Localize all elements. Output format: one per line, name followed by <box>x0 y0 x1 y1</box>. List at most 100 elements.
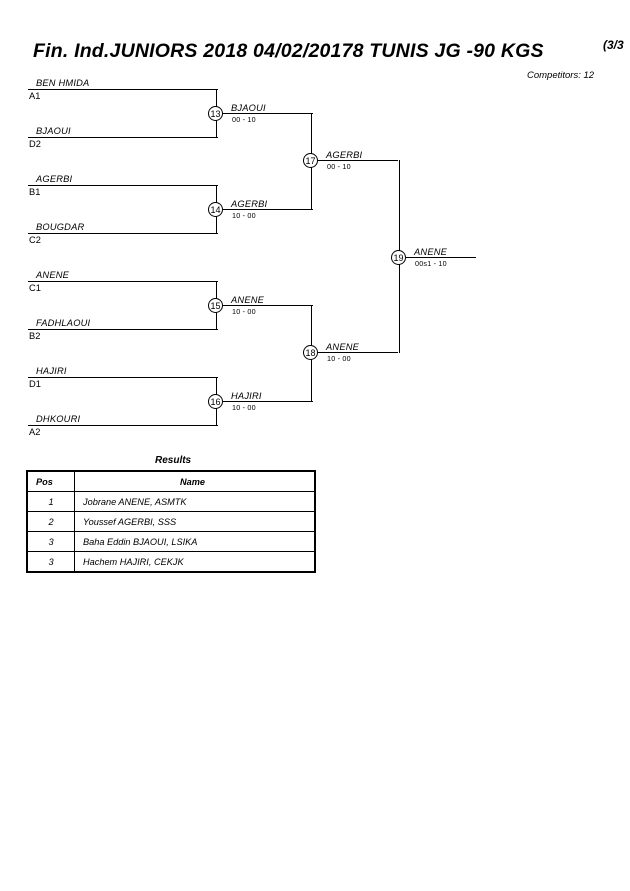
result-position: 3 <box>26 551 75 573</box>
winner-score: 10 - 00 <box>232 211 256 220</box>
column-header-pos: Pos <box>26 470 75 492</box>
winner-name: ANENE <box>231 295 265 305</box>
results-title: Results <box>155 455 192 466</box>
competitor-underline <box>28 281 218 282</box>
competitor-slot: BEN HMIDA <box>28 74 218 90</box>
competitor-underline <box>28 89 218 90</box>
winner-underline <box>223 305 313 306</box>
match-number-14[interactable]: 14 <box>208 202 223 217</box>
match-winner-18: ANENE <box>318 337 426 353</box>
winner-name: AGERBI <box>326 150 363 160</box>
result-position: 3 <box>26 531 75 552</box>
match-score-18: 10 - 00 <box>326 353 406 363</box>
table-row: 2 Youssef AGERBI, SSS <box>26 511 316 532</box>
competitor-seed: B1 <box>29 187 41 197</box>
competitor-name: BJAOUI <box>36 126 71 136</box>
winner-underline <box>223 113 313 114</box>
match-number-15[interactable]: 15 <box>208 298 223 313</box>
match-score-14: 10 - 00 <box>231 210 311 220</box>
competitor-seed: A2 <box>29 427 41 437</box>
result-name: Youssef AGERBI, SSS <box>74 511 316 532</box>
competitor-seed: D2 <box>29 139 41 149</box>
match-number-17[interactable]: 17 <box>303 153 318 168</box>
competitor-underline <box>28 233 218 234</box>
competitor-seed-wrap: C1 <box>28 282 68 294</box>
competitor-underline <box>28 377 218 378</box>
competitor-seed-wrap: B2 <box>28 330 68 342</box>
match-score-17: 00 - 10 <box>326 161 406 171</box>
match-number-13[interactable]: 13 <box>208 106 223 121</box>
winner-score: 00 - 10 <box>327 162 351 171</box>
competitors-count: Competitors: 12 <box>527 70 595 81</box>
winner-score: 10 - 00 <box>232 403 256 412</box>
tournament-bracket: BEN HMIDA A1 BJAOUI D2 AGERBI B1 BOUGDAR… <box>28 74 504 438</box>
competitor-slot: ANENE <box>28 266 218 282</box>
competitor-seed-wrap: B1 <box>28 186 68 198</box>
competitor-name: HAJIRI <box>36 366 67 376</box>
competitor-slot: HAJIRI <box>28 362 218 378</box>
match-score-19: 00s1 - 10 <box>414 258 504 268</box>
winner-name: BJAOUI <box>231 103 266 113</box>
competitor-name: ANENE <box>36 270 70 280</box>
winner-name: ANENE <box>326 342 360 352</box>
competitor-name: BOUGDAR <box>36 222 85 232</box>
competitor-seed: A1 <box>29 91 41 101</box>
table-row: 3 Hachem HAJIRI, CEKJK <box>26 551 316 573</box>
results-table: Pos Name 1 Jobrane ANENE, ASMTK 2 Yousse… <box>26 470 316 573</box>
winner-underline <box>223 209 313 210</box>
table-row: 3 Baha Eddin BJAOUI, LSIKA <box>26 531 316 552</box>
table-header-row: Pos Name <box>26 470 316 492</box>
winner-underline <box>223 401 313 402</box>
result-position: 1 <box>26 491 75 512</box>
competitor-seed: B2 <box>29 331 41 341</box>
winner-score: 10 - 00 <box>232 307 256 316</box>
competitor-name: AGERBI <box>36 174 73 184</box>
competitor-seed-wrap: A2 <box>28 426 68 438</box>
match-number-19[interactable]: 19 <box>391 250 406 265</box>
match-winner-16: HAJIRI <box>223 386 331 402</box>
competitor-seed: D1 <box>29 379 41 389</box>
competitor-underline <box>28 329 218 330</box>
winner-underline <box>318 352 398 353</box>
result-position: 2 <box>26 511 75 532</box>
winner-underline <box>406 257 476 258</box>
winner-name: HAJIRI <box>231 391 262 401</box>
column-header-name: Name <box>74 470 316 492</box>
competitor-slot: BJAOUI <box>28 122 218 138</box>
competitor-name: DHKOURI <box>36 414 81 424</box>
match-score-15: 10 - 00 <box>231 306 311 316</box>
competitor-slot: AGERBI <box>28 170 218 186</box>
competitor-seed-wrap: D2 <box>28 138 68 150</box>
competitor-underline <box>28 137 218 138</box>
competitor-seed: C2 <box>29 235 41 245</box>
competitor-slot: DHKOURI <box>28 410 218 426</box>
competitor-underline <box>28 425 218 426</box>
competitor-underline <box>28 185 218 186</box>
match-number-16[interactable]: 16 <box>208 394 223 409</box>
match-winner-13: BJAOUI <box>223 98 331 114</box>
winner-score: 00s1 - 10 <box>415 259 447 268</box>
page-indicator: (3/3 <box>603 38 624 52</box>
match-score-13: 00 - 10 <box>231 114 311 124</box>
match-score-16: 10 - 00 <box>231 402 311 412</box>
competitor-slot: FADHLAOUI <box>28 314 218 330</box>
competitor-slot: BOUGDAR <box>28 218 218 234</box>
competitor-name: BEN HMIDA <box>36 78 90 88</box>
match-winner-17: AGERBI <box>318 145 426 161</box>
winner-score: 00 - 10 <box>232 115 256 124</box>
competitor-seed-wrap: A1 <box>28 90 68 102</box>
table-row: 1 Jobrane ANENE, ASMTK <box>26 491 316 512</box>
match-winner-15: ANENE <box>223 290 331 306</box>
winner-name: AGERBI <box>231 199 268 209</box>
winner-underline <box>318 160 398 161</box>
competitor-seed-wrap: C2 <box>28 234 68 246</box>
result-name: Jobrane ANENE, ASMTK <box>74 491 316 512</box>
page-title: Fin. Ind.JUNIORS 2018 04/02/20178 TUNIS … <box>33 40 544 62</box>
competitor-seed: C1 <box>29 283 41 293</box>
competitor-seed-wrap: D1 <box>28 378 68 390</box>
winner-name: ANENE <box>414 247 448 257</box>
competitor-name: FADHLAOUI <box>36 318 91 328</box>
match-number-18[interactable]: 18 <box>303 345 318 360</box>
winner-score: 10 - 00 <box>327 354 351 363</box>
result-name: Hachem HAJIRI, CEKJK <box>74 551 316 573</box>
